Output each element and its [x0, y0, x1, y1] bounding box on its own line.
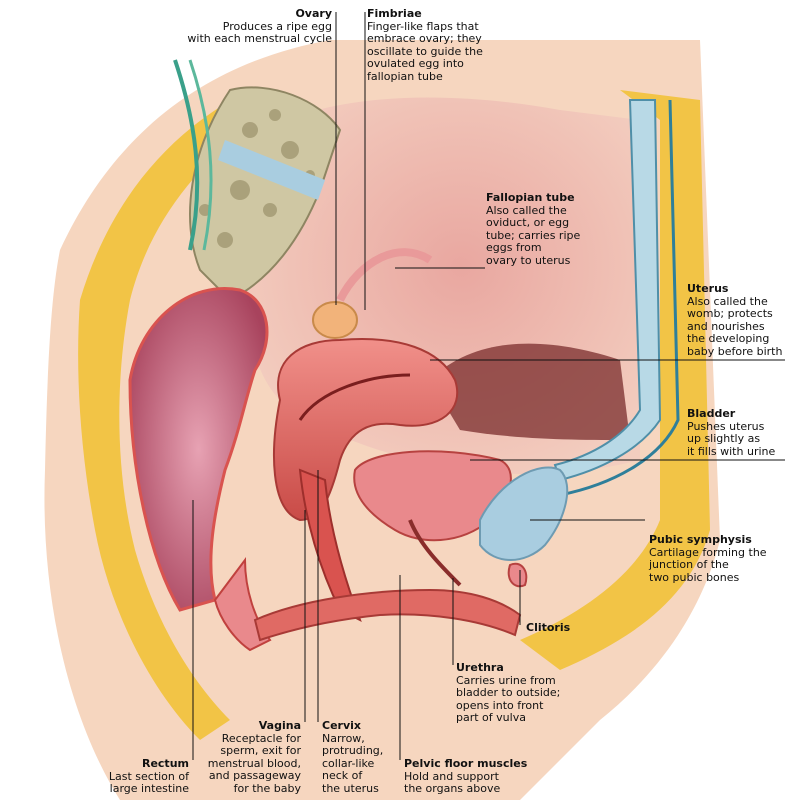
colon — [128, 287, 269, 612]
label-cervix: Cervix Narrow, protruding, collar-like n… — [322, 719, 402, 795]
nerve-bundle-2 — [188, 59, 213, 251]
vagina-desc: Receptacle for sperm, exit for menstrual… — [207, 731, 301, 795]
ovary-title: Ovary — [295, 7, 332, 20]
label-uterus: Uterus Also called the womb; protects an… — [687, 282, 797, 358]
label-rectum: Rectum Last section of large intestine — [79, 757, 189, 796]
fallopian-tube-title: Fallopian tube — [486, 191, 575, 204]
vagina-title: Vagina — [258, 719, 301, 732]
label-ovary: Ovary Produces a ripe egg with each mens… — [162, 7, 332, 46]
label-bladder: Bladder Pushes uterus up slightly as it … — [687, 407, 797, 458]
urethra-shape — [408, 519, 462, 587]
fimbriae-desc: Finger-like flaps that embrace ovary; th… — [367, 19, 483, 83]
urethra-title: Urethra — [456, 661, 504, 674]
pelvic-floor-shape — [253, 588, 522, 642]
pubic-symphysis-shape — [479, 466, 569, 561]
label-pelvic-floor: Pelvic floor muscles Hold and support th… — [404, 757, 564, 796]
urethra-desc: Carries urine from bladder to outside; o… — [456, 673, 561, 724]
disc-cartilage — [218, 140, 325, 200]
pubic-symphysis-desc: Cartilage forming the junction of the tw… — [649, 545, 767, 584]
uterus-shape — [273, 338, 459, 522]
ovary-desc: Produces a ripe egg with each menstrual … — [187, 19, 332, 45]
fallopian-tube-shape — [336, 248, 433, 302]
nerve-bundle — [173, 59, 200, 251]
cervix-title: Cervix — [322, 719, 361, 732]
ovary-shape — [312, 301, 358, 339]
label-clitoris: Clitoris — [526, 621, 606, 635]
fimbriae-title: Fimbriae — [367, 7, 422, 20]
fallopian-tube-desc: Also called the oviduct, or egg tube; ca… — [486, 203, 581, 267]
leader-lines — [192, 12, 785, 760]
rectum-desc: Last section of large intestine — [108, 769, 189, 795]
pubic-symphysis-title: Pubic symphysis — [649, 533, 752, 546]
label-pubic-symphysis: Pubic symphysis Cartilage forming the ju… — [649, 533, 797, 584]
fat-layer-back — [78, 90, 270, 740]
cavity-shadow — [430, 343, 630, 440]
clitoris-title: Clitoris — [526, 621, 571, 634]
bladder-desc: Pushes uterus up slightly as it fills wi… — [687, 419, 776, 458]
rectum-title: Rectum — [141, 757, 189, 770]
label-vagina: Vagina Receptacle for sperm, exit for me… — [191, 719, 301, 795]
pelvic-floor-title: Pelvic floor muscles — [404, 757, 528, 770]
pelvic-floor-desc: Hold and support the organs above — [404, 769, 501, 795]
uterus-title: Uterus — [687, 282, 729, 295]
uterus-desc: Also called the womb; protects and nouri… — [687, 294, 783, 358]
fat-layer-front — [520, 90, 710, 670]
uterine-cavity — [298, 373, 411, 421]
clitoris-shape — [507, 562, 528, 588]
bladder-title: Bladder — [687, 407, 736, 420]
cervix-desc: Narrow, protruding, collar-like neck of … — [322, 731, 384, 795]
vagina-shape — [298, 468, 362, 623]
label-urethra: Urethra Carries urine from bladder to ou… — [456, 661, 596, 725]
abdominal-line — [559, 99, 680, 497]
label-fimbriae: Fimbriae Finger-like flaps that embrace … — [367, 7, 527, 83]
label-fallopian-tube: Fallopian tube Also called the oviduct, … — [486, 191, 626, 267]
